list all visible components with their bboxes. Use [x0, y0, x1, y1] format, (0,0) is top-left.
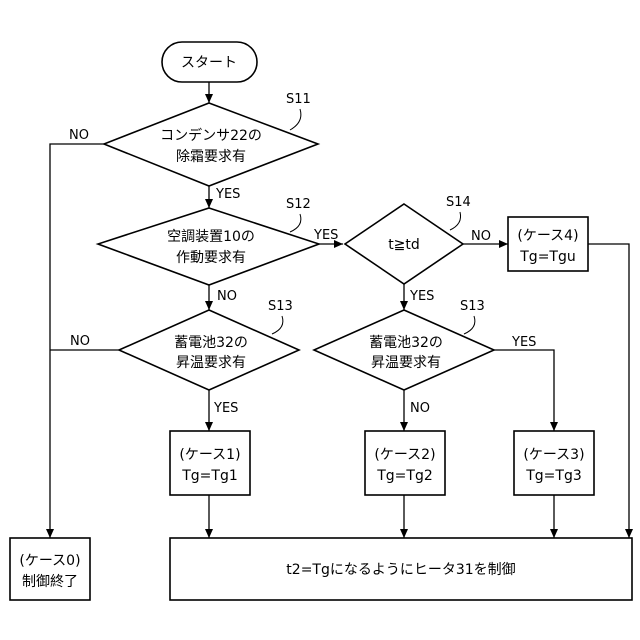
s13b-step-label: S13 — [460, 299, 485, 314]
s13a-text-line2: 昇温要求有 — [176, 355, 246, 371]
case1-line2: Tg=Tg1 — [181, 468, 238, 484]
s12-text-line2: 作動要求有 — [176, 250, 246, 266]
s14-yes-label: YES — [409, 289, 434, 304]
box-heater-control: t2=Tgになるようにヒータ31を制御 — [170, 538, 632, 600]
decision-s11: コンデンサ22の 除霜要求有 S11 — [104, 92, 318, 186]
s12-yes-label: YES — [313, 228, 338, 243]
case1-line1: (ケース1) — [179, 447, 240, 463]
s13a-step-label: S13 — [268, 299, 293, 314]
case4-line1: (ケース4) — [517, 228, 578, 244]
s12-leader-line — [290, 214, 301, 232]
control-text: t2=Tgになるようにヒータ31を制御 — [286, 562, 515, 578]
s11-step-label: S11 — [286, 92, 311, 107]
s13b-yes-label: YES — [511, 335, 536, 350]
decision-s12: 空調装置10の 作動要求有 S12 — [98, 197, 319, 285]
s13b-no-label: NO — [410, 401, 430, 416]
s13a-no-label: NO — [70, 334, 90, 349]
box-case2: (ケース2) Tg=Tg2 — [365, 431, 445, 495]
s12-step-label: S12 — [286, 197, 311, 212]
s14-leader-line — [450, 212, 461, 230]
decision-s14: t≧td S14 — [345, 195, 471, 284]
case2-line2: Tg=Tg2 — [376, 468, 433, 484]
case0-line1: (ケース0) — [19, 553, 80, 569]
case4-line2: Tg=Tgu — [519, 249, 575, 265]
s12-no-label: NO — [217, 289, 237, 304]
s14-text: t≧td — [388, 237, 420, 253]
case3-line1: (ケース3) — [523, 447, 584, 463]
s13a-text-line1: 蓄電池32の — [174, 335, 248, 351]
s14-no-label: NO — [471, 229, 491, 244]
box-case3: (ケース3) Tg=Tg3 — [514, 431, 594, 495]
case0-line2: 制御終了 — [22, 574, 78, 590]
s11-no-label: NO — [69, 128, 89, 143]
box-case0: (ケース0) 制御終了 — [10, 538, 90, 600]
s13b-text-line1: 蓄電池32の — [369, 335, 443, 351]
s13a-leader-line — [272, 316, 283, 334]
s11-leader-line — [290, 109, 301, 130]
s13b-text-line2: 昇温要求有 — [371, 355, 441, 371]
s11-yes-label: YES — [215, 187, 240, 202]
start-terminal: スタート — [162, 42, 257, 82]
box-case4: (ケース4) Tg=Tgu — [508, 217, 588, 271]
branch-labels: NO YES YES NO NO YES NO YES YES NO — [69, 128, 536, 416]
start-label: スタート — [181, 55, 237, 71]
s13a-yes-label: YES — [213, 401, 238, 416]
arrow-s13b-case3 — [494, 350, 554, 431]
s11-text-line2: 除霜要求有 — [176, 149, 246, 165]
s13b-leader-line — [464, 316, 475, 334]
s11-text-line1: コンデンサ22の — [160, 127, 262, 144]
case2-line1: (ケース2) — [374, 447, 435, 463]
decision-s13-left: 蓄電池32の 昇温要求有 S13 — [119, 299, 299, 390]
box-case1: (ケース1) Tg=Tg1 — [170, 431, 250, 495]
case3-line2: Tg=Tg3 — [525, 468, 582, 484]
decision-s13-right: 蓄電池32の 昇温要求有 S13 — [314, 299, 494, 390]
s14-step-label: S14 — [446, 195, 471, 210]
s12-text-line1: 空調装置10の — [167, 229, 255, 245]
